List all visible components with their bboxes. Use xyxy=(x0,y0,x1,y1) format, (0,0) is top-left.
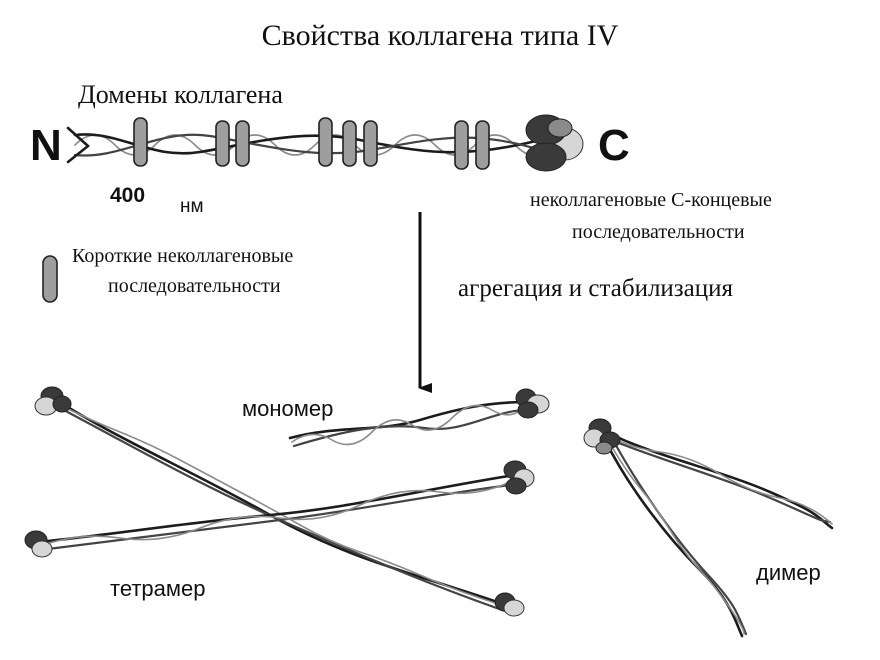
c-terminal-label-line2: последовательности xyxy=(572,221,745,243)
domains-label: Домены коллагена xyxy=(78,80,283,109)
dimer-molecule xyxy=(583,418,834,638)
domain-bar xyxy=(342,120,357,167)
short-noncollagenous-domains xyxy=(133,117,490,170)
tetramer-label: тетрамер xyxy=(110,576,205,601)
c-terminal-globular-domain xyxy=(525,114,584,172)
domain-bar xyxy=(318,117,333,167)
short-seq-label-line1: Короткие неколлагеновые xyxy=(72,245,293,267)
tetramer-molecule xyxy=(24,386,535,617)
legend-domain-bar xyxy=(42,255,58,303)
n-terminus-label: N xyxy=(30,121,62,170)
c-terminus-label: C xyxy=(598,121,630,170)
c-terminal-label-line1: неколлагеновые С-концевые xyxy=(530,189,772,211)
monomer-molecule xyxy=(288,388,550,448)
length-unit: нм xyxy=(180,196,204,217)
domain-bar xyxy=(235,120,250,167)
diagram-title: Свойства коллагена типа IV xyxy=(262,19,619,52)
length-value: 400 xyxy=(110,184,145,207)
domain-bar xyxy=(454,120,469,170)
domain-bar xyxy=(215,120,230,167)
monomer-label: мономер xyxy=(242,396,333,421)
domain-bar xyxy=(475,120,490,170)
domain-bar xyxy=(133,117,148,167)
dimer-label: димер xyxy=(756,560,821,585)
short-seq-label-line2: последовательности xyxy=(108,275,281,297)
aggregation-label: агрегация и стабилизация xyxy=(458,275,734,302)
domain-bar xyxy=(363,120,378,167)
